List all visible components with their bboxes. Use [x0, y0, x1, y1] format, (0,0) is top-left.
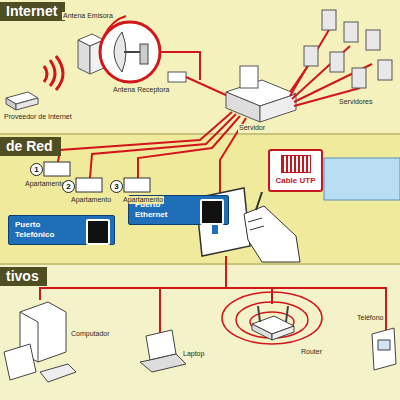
- server-cluster: [304, 10, 392, 88]
- server-hub: [226, 66, 296, 122]
- port-jack: [86, 219, 110, 245]
- utp-plug: [281, 155, 311, 173]
- part-label: Laptop: [182, 350, 205, 358]
- part-label: Apartamento: [70, 196, 112, 204]
- box-text: Cable UTP: [275, 176, 316, 186]
- section-heading: Internet: [0, 2, 65, 21]
- laptop-icon: [140, 330, 186, 372]
- note-panel: [324, 158, 400, 200]
- hand: [244, 206, 300, 262]
- section-band: de RedCable UTPPuerto TelefónicoPuerto E…: [0, 135, 400, 263]
- part-label: Apartamento: [122, 196, 164, 204]
- port-jack: [200, 199, 224, 225]
- wires-to-servers: [290, 28, 372, 106]
- receiver-dish: [100, 16, 160, 82]
- part-label: Servidor: [238, 124, 266, 132]
- part-label: Servidores: [338, 98, 373, 106]
- part-label: Apartamento: [24, 180, 66, 188]
- part-label: Computador: [70, 330, 111, 338]
- router-icon: [252, 306, 294, 340]
- wifi-waves: [44, 56, 63, 90]
- cable-callout: Cable UTP: [268, 149, 323, 192]
- receiver-box: [168, 72, 186, 82]
- part-label: Proveedor de Internet: [3, 113, 73, 121]
- box-text: Puerto Telefónico: [15, 220, 80, 240]
- callout-number: 1: [30, 163, 43, 176]
- modem-icon: [6, 92, 38, 110]
- router-waves: [222, 292, 322, 344]
- section-band: tivos: [0, 265, 400, 400]
- internet-band-ground: [0, 0, 400, 133]
- port-box: Puerto Telefónico: [8, 215, 115, 245]
- phone-icon: [372, 328, 396, 370]
- part-label: Antena Emisora: [62, 12, 114, 20]
- computer-icon: [4, 302, 76, 382]
- part-label: Antena Receptora: [112, 86, 170, 94]
- part-label: Router: [300, 348, 323, 356]
- section-heading: de Red: [0, 137, 61, 156]
- callout-number: 3: [110, 180, 123, 193]
- utp-leader: [256, 192, 262, 210]
- wires-to-apartments: [58, 112, 246, 196]
- wires-to-devices: [40, 256, 386, 334]
- callout-number: 2: [62, 180, 75, 193]
- part-label: Teléfono: [356, 314, 384, 322]
- devices-band-ground: [0, 265, 400, 400]
- network-band-ground: [0, 135, 400, 263]
- section-heading: tivos: [0, 267, 47, 286]
